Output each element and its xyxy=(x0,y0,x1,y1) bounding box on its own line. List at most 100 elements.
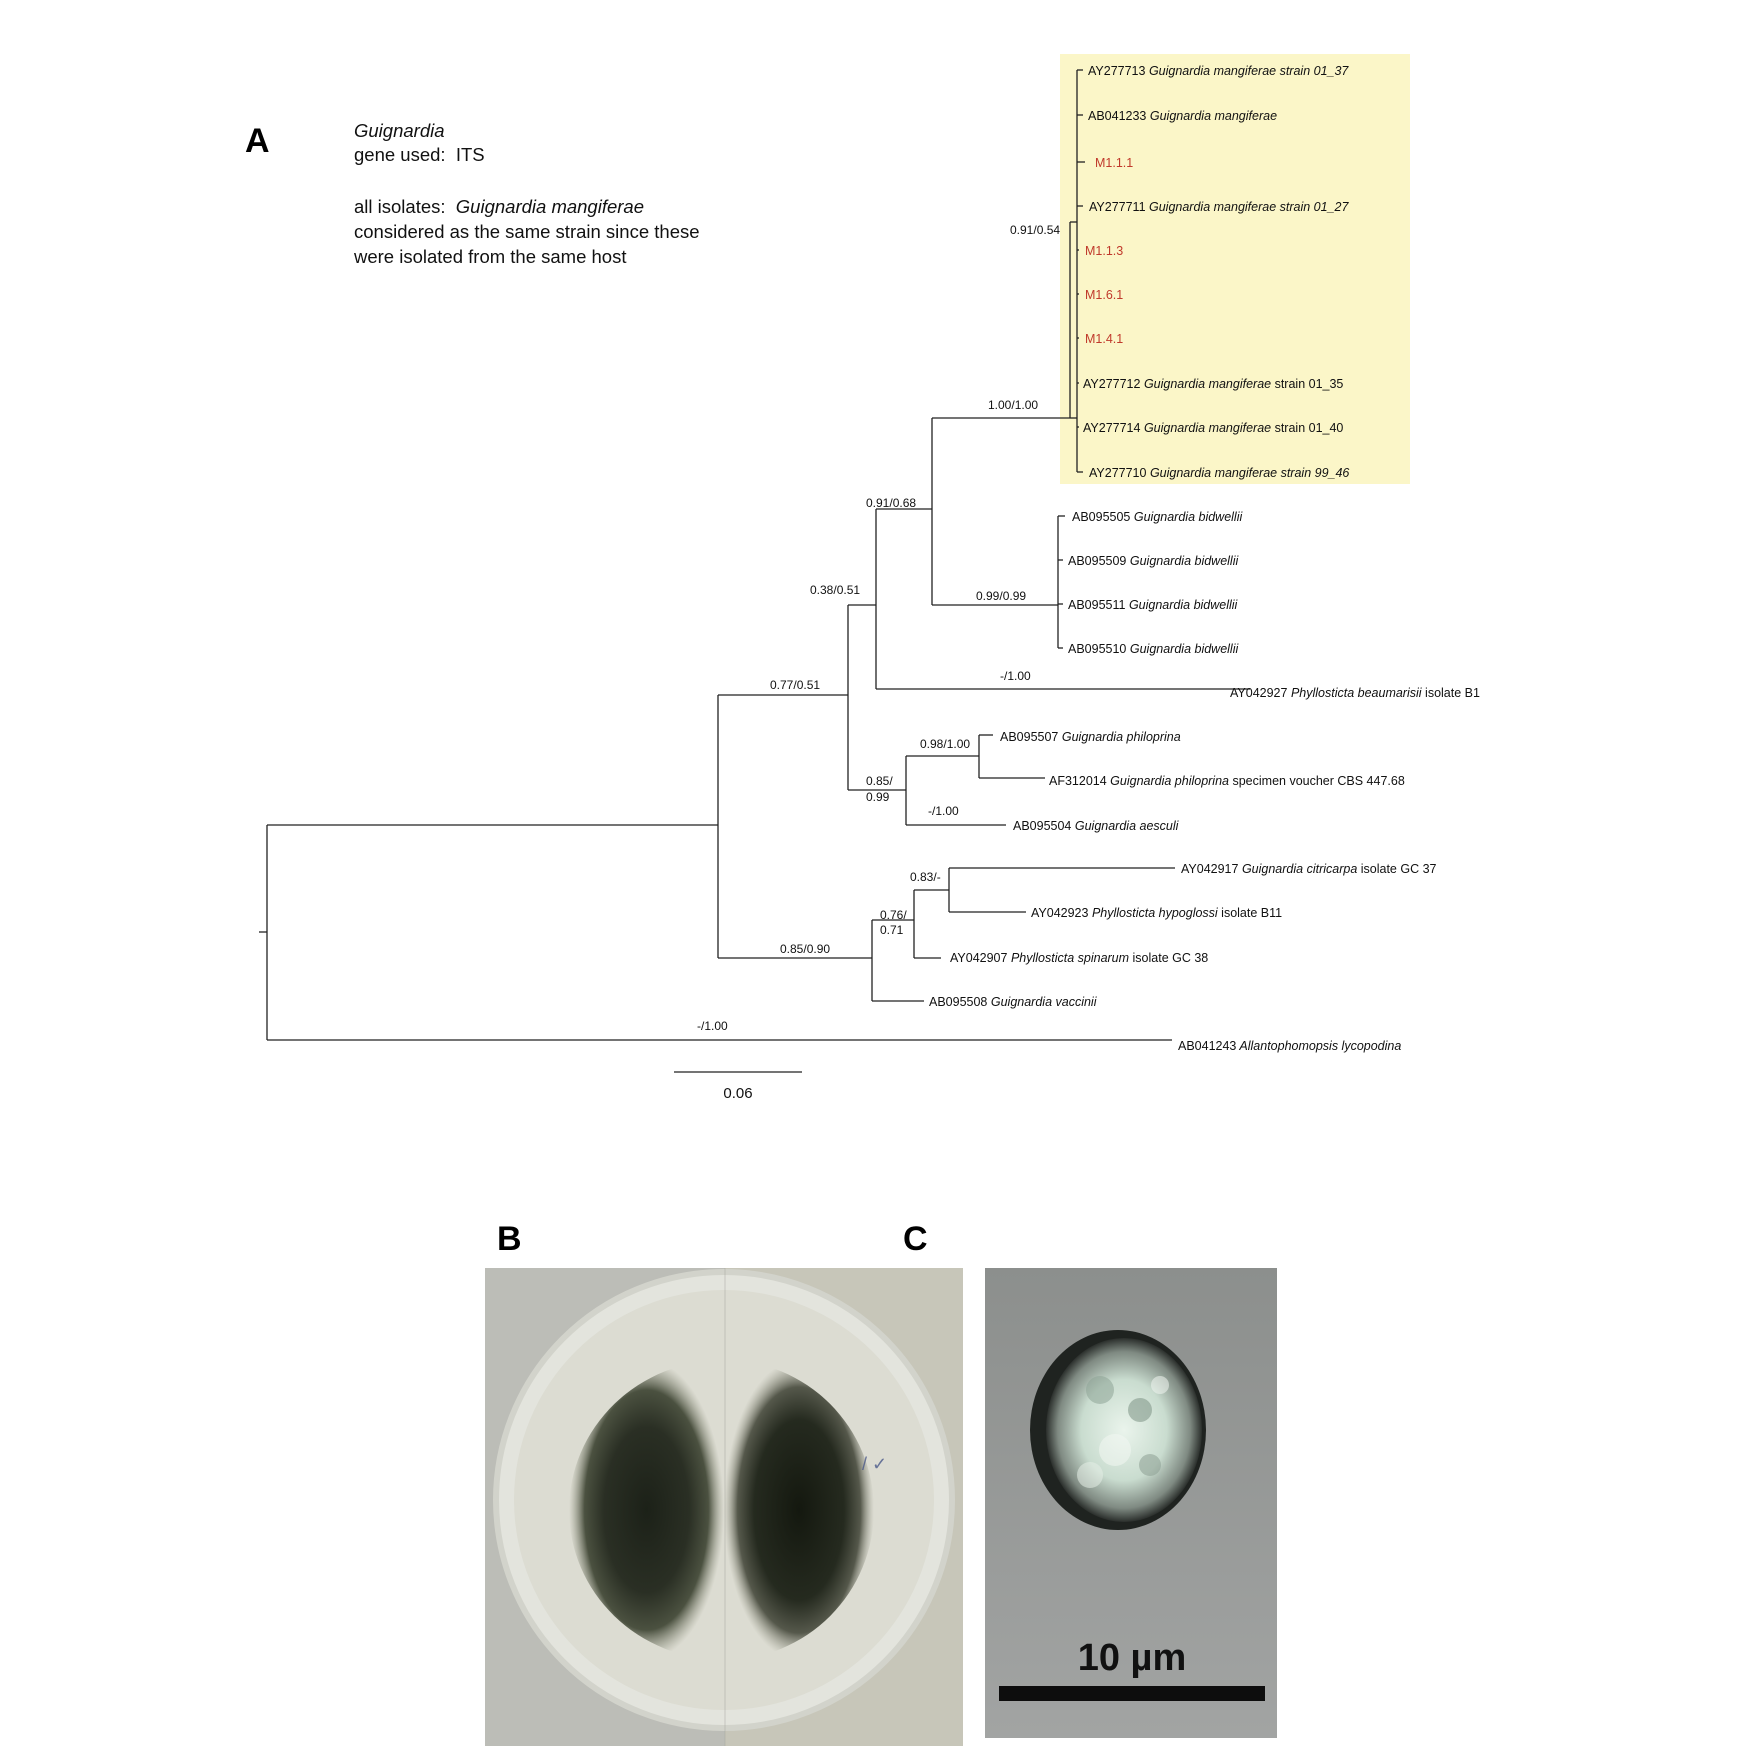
tip-suffix: strain 01_35 xyxy=(1271,377,1343,391)
tip-accession: AB095509 xyxy=(1068,554,1126,568)
tip-accession: AB095507 xyxy=(1000,730,1058,744)
tip-label: AY277714 Guignardia mangiferae strain 01… xyxy=(1083,421,1343,435)
tip-suffix: isolate GC 37 xyxy=(1357,862,1436,876)
tip-label: M1.6.1 xyxy=(1085,288,1123,302)
support-value: 1.00/1.00 xyxy=(988,398,1038,412)
support-value: 0.71 xyxy=(880,923,904,937)
tip-label: AB095510 Guignardia bidwellii xyxy=(1068,642,1239,656)
note-gene-line: gene used: ITS xyxy=(354,144,485,165)
tip-label: AY277712 Guignardia mangiferae strain 01… xyxy=(1083,377,1343,391)
tip-accession: AY042907 xyxy=(950,951,1008,965)
micrograph-photo: 10 µm xyxy=(985,1268,1277,1738)
tree-note: Guignardia gene used: ITS all isolates: … xyxy=(353,120,700,267)
tip-accession: M1.6.1 xyxy=(1085,288,1123,302)
tip-accession: AF312014 xyxy=(1049,774,1107,788)
tip-species: Guignardia mangiferae strain 01_37 xyxy=(1145,64,1349,78)
tip-accession: AY042927 xyxy=(1230,686,1288,700)
micrograph-scale-label: 10 µm xyxy=(1078,1637,1187,1679)
tip-label: AY042907 Phyllosticta spinarum isolate G… xyxy=(950,951,1208,965)
tip-accession: AB095511 xyxy=(1068,598,1126,612)
tip-label: AB041243 Allantophomopsis lycopodina xyxy=(1178,1039,1401,1053)
panel-label-a: A xyxy=(245,122,270,160)
note-isolates-line: all isolates: Guignardia mangiferae xyxy=(354,196,644,217)
tip-accession: AY277711 xyxy=(1089,200,1146,214)
tip-species: Guignardia mangiferae strain 99_46 xyxy=(1146,466,1349,480)
micrograph-scale-bar xyxy=(999,1686,1265,1701)
tip-accession: AB041233 xyxy=(1088,109,1146,123)
cell-body xyxy=(1046,1338,1202,1522)
tip-species: Guignardia mangiferae xyxy=(1140,377,1271,391)
support-value: 0.99/0.99 xyxy=(976,589,1026,603)
support-value: 0.83/- xyxy=(910,870,941,884)
tip-species: Guignardia mangiferae xyxy=(1146,109,1277,123)
tip-accession: AY042917 xyxy=(1181,862,1239,876)
tip-accession: AY277714 xyxy=(1083,421,1141,435)
tip-accession: AY042923 xyxy=(1031,906,1089,920)
tip-species: Guignardia bidwellii xyxy=(1130,510,1243,524)
note-line3: were isolated from the same host xyxy=(353,246,627,267)
tip-species: Guignardia philoprina xyxy=(1107,774,1229,788)
tree-branches xyxy=(259,69,1250,1041)
tip-label: M1.4.1 xyxy=(1085,332,1123,346)
support-value: 0.85/ xyxy=(866,774,893,788)
tree-support-values: 0.91/0.54 1.00/1.00 0.91/0.68 0.38/0.51 0.99… xyxy=(697,223,1060,1033)
tip-species: Phyllosticta hypoglossi xyxy=(1088,906,1218,920)
tip-label: AB041233 Guignardia mangiferae xyxy=(1088,109,1277,123)
tip-suffix: isolate B11 xyxy=(1218,906,1282,920)
note-isolates-species: Guignardia mangiferae xyxy=(456,196,644,217)
tip-suffix: strain 01_40 xyxy=(1271,421,1343,435)
tip-suffix: specimen voucher CBS 447.68 xyxy=(1229,774,1405,788)
note-line2: considered as the same strain since thes… xyxy=(354,221,700,242)
tip-species: Phyllosticta spinarum xyxy=(1007,951,1129,965)
support-value: 0.98/1.00 xyxy=(920,737,970,751)
tip-accession: M1.1.1 xyxy=(1095,156,1133,170)
dish-marking: / ✓ xyxy=(862,1454,887,1474)
note-genus: Guignardia xyxy=(354,120,445,141)
support-value: 0.91/0.68 xyxy=(866,496,916,510)
tip-label: AB095505 Guignardia bidwellii xyxy=(1072,510,1243,524)
support-value: 0.99 xyxy=(866,790,890,804)
support-value: 0.91/0.54 xyxy=(1010,223,1060,237)
cell-texture xyxy=(1077,1376,1169,1488)
panel-label-b: B xyxy=(497,1220,522,1258)
panel-label-c: C xyxy=(903,1220,928,1258)
tip-suffix: isolate B1 xyxy=(1422,686,1480,700)
colony-left xyxy=(569,1360,724,1660)
note-gene-prefix: gene used: xyxy=(354,144,456,165)
support-value: 0.85/0.90 xyxy=(780,942,830,956)
tip-label: AY277710 Guignardia mangiferae strain 99… xyxy=(1089,466,1349,480)
tree-scale-bar: 0.06 xyxy=(674,1071,802,1102)
support-value: -/1.00 xyxy=(1000,669,1031,683)
tip-label: M1.1.3 xyxy=(1085,244,1123,258)
tip-label: AB095504 Guignardia aesculi xyxy=(1013,819,1180,833)
tip-label: AY277713 Guignardia mangiferae strain 01… xyxy=(1088,64,1349,78)
note-isolates-prefix: all isolates: xyxy=(354,196,456,217)
scale-bar-value: 0.06 xyxy=(723,1085,752,1102)
tip-label: AB095509 Guignardia bidwellii xyxy=(1068,554,1239,568)
support-value: 0.76/ xyxy=(880,908,907,922)
tip-accession: AY277712 xyxy=(1083,377,1141,391)
tip-label: AY277711 Guignardia mangiferae strain 01… xyxy=(1089,200,1349,214)
tip-label: M1.1.1 xyxy=(1095,156,1133,170)
tip-accession: AB041243 xyxy=(1178,1039,1236,1053)
tip-species: Guignardia citricarpa xyxy=(1238,862,1357,876)
petri-dish-photo: / ✓ xyxy=(485,1268,963,1746)
tip-suffix: isolate GC 38 xyxy=(1129,951,1208,965)
support-value: 0.38/0.51 xyxy=(810,583,860,597)
note-gene: ITS xyxy=(456,144,485,165)
tip-species: Allantophomopsis lycopodina xyxy=(1236,1039,1401,1053)
tip-label: AF312014 Guignardia philoprina specimen … xyxy=(1049,774,1405,788)
tip-label: AB095508 Guignardia vaccinii xyxy=(929,995,1098,1009)
tip-label: AY042917 Guignardia citricarpa isolate G… xyxy=(1181,862,1437,876)
support-value: -/1.00 xyxy=(928,804,959,818)
tip-species: Guignardia bidwellii xyxy=(1126,554,1239,568)
tip-accession: AB095508 xyxy=(929,995,987,1009)
tree-tip-labels: AY277713 Guignardia mangiferae strain 01… xyxy=(929,64,1480,1053)
tip-accession: AB095510 xyxy=(1068,642,1126,656)
tip-species: Guignardia aesculi xyxy=(1071,819,1179,833)
tip-accession: M1.1.3 xyxy=(1085,244,1123,258)
clade-highlight xyxy=(1060,54,1410,484)
tip-accession: AB095505 xyxy=(1072,510,1130,524)
tip-label: AB095507 Guignardia philoprina xyxy=(1000,730,1181,744)
